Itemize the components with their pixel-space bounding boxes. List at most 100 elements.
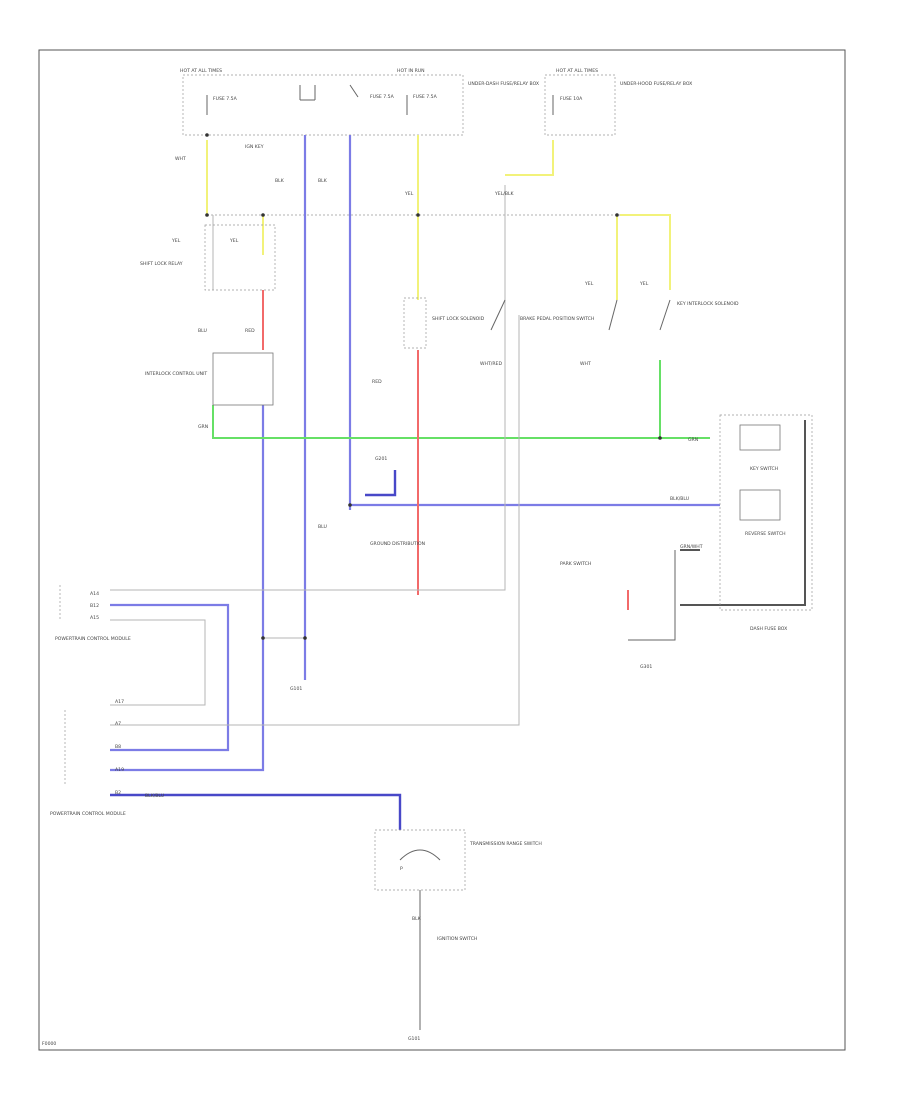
wire-blu-trs — [110, 793, 402, 830]
wire-label-grn-wht: GRN/WHT — [680, 544, 703, 550]
wire-blu-relay — [110, 405, 265, 772]
pcm-pin-5: A7 — [115, 721, 121, 727]
underdash-fuse-box — [182, 74, 464, 136]
fuse-b-label: FUSE 7.5A — [370, 94, 395, 100]
corner-code: F0000 — [42, 1041, 56, 1047]
wire-label-yel-3: YEL — [584, 281, 594, 287]
underhood-fuse-box — [544, 74, 616, 136]
underdash-right-label: UNDER-HOOD FUSE/RELAY BOX — [620, 81, 692, 87]
pcm-pin-7: A19 — [115, 767, 124, 773]
fuse-a-label: FUSE 7.5A — [213, 96, 238, 102]
key-interlock-label: KEY INTERLOCK SOLENOID — [677, 301, 739, 307]
node-9 — [205, 133, 209, 137]
switch-contact — [349, 84, 359, 98]
node-7 — [261, 636, 265, 640]
hot-in-run: HOT IN RUN — [397, 68, 425, 74]
pcm-pin-3: A15 — [90, 615, 99, 621]
components: SHIFT LOCK RELAY YEL YEL INTERLOCK CONTR… — [42, 133, 813, 1047]
wire-code-yel-blk: YEL/BLK — [494, 191, 515, 197]
park-pin-switch-symbol — [608, 299, 618, 331]
reverse-switch-element — [739, 489, 781, 521]
wire-code-yel-5: YEL — [404, 191, 414, 197]
pcm-pin-6: B8 — [115, 744, 121, 750]
ground-distribution-label: GROUND DISTRIBUTION — [370, 541, 425, 547]
node-4 — [615, 213, 619, 217]
ign-key-label: IGN KEY — [245, 144, 264, 150]
wire-grn-main — [212, 405, 710, 439]
wire-gray-2 — [110, 315, 520, 726]
interlock-control-unit — [212, 352, 274, 406]
key-switch-box — [719, 414, 813, 611]
bottom-ground-label: G101 — [408, 1036, 420, 1042]
shift-lock-relay-label: SHIFT LOCK RELAY — [140, 261, 183, 267]
shift-lock-solenoid-label: SHIFT LOCK SOLENOID — [432, 316, 485, 322]
node-3 — [416, 213, 420, 217]
trans-range-switch-box — [374, 829, 466, 891]
wire-code-blu-2: BLU — [318, 524, 327, 530]
node-5 — [658, 436, 662, 440]
wire-code-red-2: RED — [372, 379, 382, 385]
node-8 — [303, 636, 307, 640]
wire-gray-4 — [110, 619, 206, 706]
wire-code-wht-2: WHT — [175, 156, 186, 162]
interlock-control-label: INTERLOCK CONTROL UNIT — [145, 371, 207, 377]
pcm-pin-1: A14 — [90, 591, 99, 597]
wire-blu-pcm-a — [110, 603, 230, 752]
top-header: HOT AT ALL TIMES HOT IN RUN HOT AT ALL T… — [180, 68, 692, 150]
wire-label-wht-red: WHT/RED — [480, 361, 502, 367]
wire-blu-branch — [365, 470, 397, 497]
wire-code-blk-blu-2: BLK/BLU — [145, 793, 164, 799]
wire-label-yel-1: YEL — [171, 238, 181, 244]
trans-range-arc — [399, 849, 441, 861]
wire-yel-top-right — [505, 140, 554, 176]
wire-label-yel-4: YEL — [639, 281, 649, 287]
pcm-pin-8: B2 — [115, 790, 121, 796]
shift-lock-solenoid-box — [403, 297, 427, 349]
wire-label-wht: WHT — [580, 361, 591, 367]
brake-switch-symbol — [490, 299, 506, 331]
wire-code-blk-1: BLK — [275, 178, 285, 184]
wire-gray-1 — [110, 185, 506, 591]
wire-gray-right-down — [628, 550, 676, 641]
wire-label-red-relay: RED — [245, 328, 255, 334]
wire-code-blk-3: BLK — [412, 916, 422, 922]
underdash-left-label: UNDER-DASH FUSE/RELAY BOX — [468, 81, 539, 87]
pcm-lower-label: POWERTRAIN CONTROL MODULE — [50, 811, 126, 817]
trans-range-label: TRANSMISSION RANGE SWITCH — [469, 841, 542, 847]
pcm-upper-label: POWERTRAIN CONTROL MODULE — [55, 636, 131, 642]
ignition-switch-symbol — [299, 85, 316, 101]
fuse-c-label: FUSE 7.5A — [413, 94, 438, 100]
brake-switch-label: BRAKE PEDAL POSITION SWITCH — [520, 316, 594, 322]
wire-label-blu-relay: BLU — [198, 328, 207, 334]
fuse-d-label: FUSE 10A — [560, 96, 583, 102]
wire-dgray-key — [680, 420, 806, 606]
shift-lock-relay-box — [204, 224, 276, 291]
reverse-switch-label: REVERSE SWITCH — [745, 531, 786, 537]
wire-code-grn-2: GRN — [688, 437, 698, 443]
wire-yel-right-top — [620, 214, 671, 290]
ground-g3-label: G301 — [640, 664, 652, 670]
hot-at-all-times-right: HOT AT ALL TIMES — [556, 68, 598, 74]
key-interlock-symbol — [659, 299, 671, 331]
key-switch-label: KEY SWITCH — [750, 466, 778, 472]
hot-at-all-times-left: HOT AT ALL TIMES — [180, 68, 222, 74]
park-switch-label: PARK SWITCH — [560, 561, 591, 567]
diagram-frame — [38, 49, 846, 1051]
wire-codes: BLK BLK YEL/BLK YEL WHT BLU GRN RED BLK/… — [145, 156, 698, 922]
wire-label-yel-2: YEL — [229, 238, 239, 244]
ground-g2-label: G201 — [375, 456, 387, 462]
wire-label-blk-blu: BLK/BLU — [670, 496, 689, 502]
pcm-pin-2: B12 — [90, 603, 99, 609]
key-switch-element — [739, 424, 781, 451]
ground-g1-label: G101 — [290, 686, 302, 692]
wire-label-grn: GRN — [198, 424, 208, 430]
node-1 — [205, 213, 209, 217]
pcm-pin-4: A17 — [115, 699, 124, 705]
node-6 — [348, 503, 352, 507]
dash-fuse-box-label: DASH FUSE BOX — [750, 626, 787, 632]
trans-p-pos: P — [400, 866, 403, 872]
wire-code-blk-2: BLK — [318, 178, 328, 184]
node-2 — [261, 213, 265, 217]
ignition-switch-label: IGNITION SWITCH — [437, 936, 477, 942]
